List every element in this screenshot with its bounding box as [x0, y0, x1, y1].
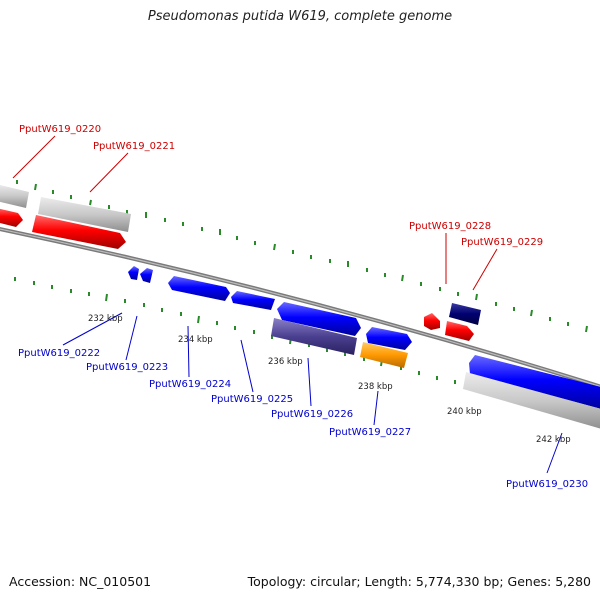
gene-pputw619-0229: [445, 321, 474, 341]
gene-small-blue-1: [128, 266, 139, 280]
gene-label: PputW619_0228: [409, 221, 491, 232]
gene-pputw619-0221-grey: [38, 197, 131, 232]
gene-label: PputW619_0221: [93, 141, 175, 152]
scale-label: 234 kbp: [178, 335, 213, 345]
gene-label: PputW619_0220: [19, 124, 101, 135]
genome-summary-text: Topology: circular; Length: 5,774,330 bp…: [247, 574, 591, 589]
gene-pputw619-0227: [360, 342, 408, 368]
scale-label: 238 kbp: [358, 382, 393, 392]
gene-pputw619-0228: [424, 313, 440, 330]
gene-pputw619-0221: [32, 215, 126, 249]
gene-label: PputW619_0226: [271, 409, 353, 420]
gene-label: PputW619_0230: [506, 479, 588, 490]
gene-labels-bottom: PputW619_0222 PputW619_0223 PputW619_022…: [18, 348, 588, 490]
gene-small-blue-2: [140, 268, 153, 283]
gene-pputw619-0230: [469, 355, 600, 409]
map-title: Pseudomonas putida W619, complete genome: [147, 9, 453, 24]
gene-pputw619-0229-navy: [449, 303, 481, 325]
gene-pputw619-0220-grey: [0, 184, 29, 208]
gene-pputw619-0220: [0, 208, 23, 227]
scale-label: 232 kbp: [88, 314, 123, 324]
gene-pputw619-0223: [231, 291, 275, 310]
gene-labels-top: PputW619_0220 PputW619_0221 PputW619_022…: [19, 124, 543, 248]
gene-pputw619-0222: [168, 276, 230, 301]
accession-text: Accession: NC_010501: [9, 574, 152, 589]
gene-pputw619-0224: [277, 302, 361, 336]
gene-pputw619-0226: [271, 318, 357, 355]
leader-lines-top: [12, 135, 498, 291]
scale-labels: 232 kbp 234 kbp 236 kbp 238 kbp 240 kbp …: [88, 314, 571, 445]
scale-label: 236 kbp: [268, 357, 303, 367]
scale-label: 242 kbp: [536, 435, 571, 445]
gene-label: PputW619_0225: [211, 394, 293, 405]
gene-label: PputW619_0224: [149, 379, 231, 390]
leader-lines-bottom: [62, 312, 563, 474]
gene-label: PputW619_0222: [18, 348, 100, 359]
gene-pputw619-0225: [366, 327, 412, 350]
gene-label: PputW619_0223: [86, 362, 168, 373]
gene-pputw619-0230-grey: [463, 372, 600, 429]
gene-label: PputW619_0229: [461, 237, 543, 248]
scale-label: 240 kbp: [447, 407, 482, 417]
genome-backbone: [0, 227, 600, 389]
gene-label: PputW619_0227: [329, 427, 411, 438]
tick-row-upper: [16, 180, 588, 333]
